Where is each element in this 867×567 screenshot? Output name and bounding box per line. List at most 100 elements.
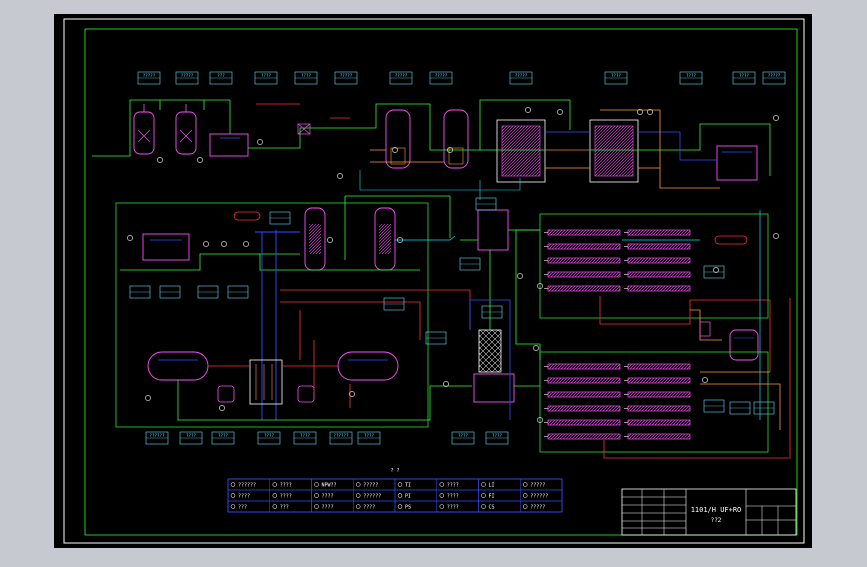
equipment-tag-box [753, 401, 775, 415]
legend-symbol-icon [356, 504, 361, 509]
pipe-top-product [545, 131, 717, 161]
middle-left-section [115, 195, 472, 428]
bottom-tag: ???? [451, 431, 475, 445]
legend-symbol-icon [481, 504, 486, 509]
legend-text: ????? [530, 504, 545, 510]
legend-text: ???? [322, 504, 334, 510]
legend-text: PI [405, 493, 411, 499]
tag-label: ???? [264, 433, 275, 438]
instrument-bubble [197, 157, 203, 163]
ro-membrane-tube [627, 243, 691, 250]
tag-label: ???? [300, 433, 311, 438]
legend-symbol-icon [523, 482, 528, 487]
instrument-bubble [533, 345, 539, 351]
legend-symbol-icon [314, 482, 319, 487]
ro-membrane-tube [547, 363, 621, 370]
legend-symbol-icon [397, 504, 403, 509]
legend-symbol-icon [397, 482, 403, 487]
title-block: 1101/H UF+RO ??2 [621, 488, 797, 536]
inner-frame [84, 28, 798, 536]
equipment-tag-box [269, 211, 291, 225]
top-tag: ??? [209, 71, 233, 85]
equipment-tag-box [729, 401, 751, 415]
legend-text: ????? [530, 482, 545, 488]
pipe-bottom-left [208, 340, 351, 408]
legend-text: CS [489, 504, 495, 510]
tag-label: ????? [435, 73, 448, 78]
pipe-top-air [359, 170, 521, 200]
legend-text: ??? [280, 504, 289, 510]
drawing-sheet [54, 14, 812, 548]
instrument-bubble [557, 109, 563, 115]
equipment-tag-box [425, 331, 447, 345]
tag-label: ????? [340, 73, 353, 78]
instrument-bubble [443, 381, 449, 387]
legend-grid: ??????????NPW???????TI????LI????????????… [227, 478, 563, 513]
multimedia-filter-2 [443, 109, 469, 169]
cip-tank [729, 329, 759, 361]
legend-symbol-icon [272, 504, 277, 509]
tag-label: ??? [217, 73, 225, 78]
top-tag: ???? [294, 71, 318, 85]
legend-symbol-icon [439, 504, 444, 509]
ro-membrane-tube [547, 377, 621, 384]
ro-membrane-tube [627, 285, 691, 292]
top-tag: ????? [334, 71, 358, 85]
legend-text: TI [405, 482, 411, 488]
uf-rack-2 [589, 119, 639, 183]
legend-text: NPW?? [322, 482, 337, 488]
ro-membrane-tube [547, 391, 621, 398]
pipe-middle-product [255, 230, 300, 420]
instrument-bubble [773, 233, 779, 239]
instrument-bubble [537, 283, 543, 289]
instrument-bubble [447, 147, 453, 153]
instrument-bubble [145, 395, 151, 401]
legend-heading: ? ? [390, 468, 399, 474]
legend-text: ?????? [530, 493, 548, 499]
instrument-bubble [349, 391, 355, 397]
ro-section [515, 210, 791, 459]
legend-text: ???? [363, 504, 375, 510]
legend-symbol-icon [439, 482, 444, 487]
top-tag: ????? [429, 71, 453, 85]
pipe-top-concentrate [256, 103, 590, 151]
dosing-pot-1 [217, 385, 235, 403]
pipe-ro-product [622, 210, 761, 420]
raw-water-tank-2 [175, 104, 197, 155]
tag-label: ???? [186, 433, 197, 438]
legend-symbol-icon [272, 493, 277, 498]
ro-membrane-tube [627, 363, 691, 370]
instrument-bubble [397, 237, 403, 243]
tag-label: ???? [492, 433, 503, 438]
degasser-column [478, 329, 502, 373]
legend-symbol-icon [481, 482, 486, 487]
legend-symbol-icon [272, 482, 277, 487]
instrument-bubble [127, 235, 133, 241]
tag-label: ????? [768, 73, 781, 78]
ro-membrane-tube [547, 433, 621, 440]
legend-symbol-icon [356, 482, 361, 487]
instrument-bubble [219, 405, 225, 411]
bottom-tag: ???? [357, 431, 381, 445]
tag-label: ???? [261, 73, 272, 78]
ro-membrane-tube [627, 433, 691, 440]
outer-border [63, 18, 805, 544]
bottom-tag: ?????? [145, 431, 169, 445]
legend-symbol-icon [230, 482, 236, 487]
bottom-tag: ???? [179, 431, 203, 445]
equipment-tag-box [129, 285, 151, 299]
bottom-tag: ?????? [329, 431, 353, 445]
ro-membrane-tube [547, 285, 621, 292]
equipment-tag-box [383, 297, 405, 311]
instrument-bubble [157, 157, 163, 163]
ro-membrane-tube [547, 419, 621, 426]
heat-exchanger [249, 359, 283, 405]
equipment-tag-box [159, 285, 181, 299]
tag-label: ???? [301, 73, 312, 78]
legend-text: ????? [363, 482, 378, 488]
legend-table: ? ? ??????????NPW???????TI????LI????????… [227, 468, 563, 513]
pipe-top-header [248, 99, 771, 176]
legend-text: ???? [447, 493, 459, 499]
ro-membrane-tube [627, 257, 691, 264]
